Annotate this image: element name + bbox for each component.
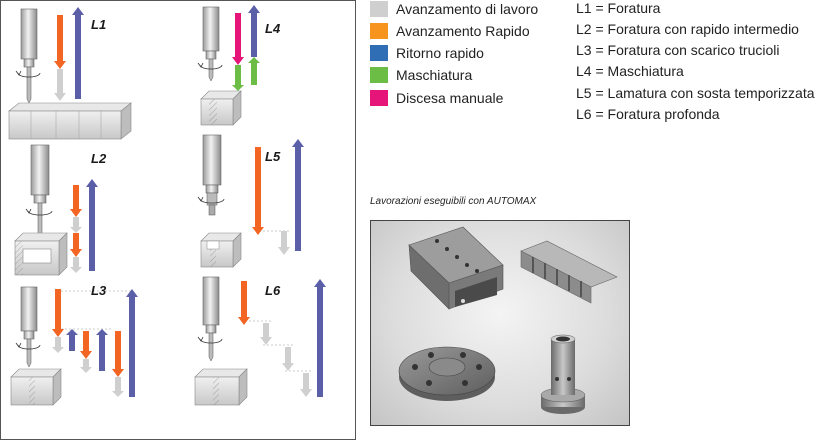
- legend-label: Avanzamento Rapido: [396, 23, 530, 39]
- photo-caption: Lavorazioni eseguibili con AUTOMAX: [370, 196, 537, 207]
- operation-L3: L3 = Foratura con scarico trucioli: [576, 42, 780, 58]
- legend-item-manual-descent: Discesa manuale: [370, 89, 503, 107]
- part-slotted-block: [520, 240, 618, 304]
- part-drilled-channel: [408, 226, 504, 310]
- panel-label-L1: L1: [91, 17, 107, 32]
- machined-parts-photo: [370, 220, 630, 426]
- operation-L2: L2 = Foratura con rapido intermedio: [576, 21, 799, 37]
- legend-label: Avanzamento di lavoro: [396, 1, 539, 17]
- legend-swatch: [370, 67, 388, 83]
- cycles-drawing: [8, 5, 326, 406]
- panel-L4-drawing: [197, 5, 260, 126]
- legend-swatch: [370, 1, 388, 17]
- panel-L3-drawing: [10, 286, 138, 406]
- part-cylinder: [540, 334, 586, 414]
- parts-illustration: [398, 226, 618, 414]
- operation-L1: L1 = Foratura: [576, 0, 661, 16]
- panel-label-L4: L4: [265, 21, 281, 36]
- legend-label: Maschiatura: [396, 67, 473, 83]
- legend-label: Ritorno rapido: [396, 45, 484, 61]
- legend-swatch: [370, 45, 388, 61]
- operation-L4: L4 = Maschiatura: [576, 63, 684, 79]
- panel-label-L6: L6: [265, 283, 281, 298]
- legend-swatch: [370, 90, 388, 106]
- legend-item-rapid-return: Ritorno rapido: [370, 44, 484, 62]
- panel-L2-drawing: [14, 144, 98, 276]
- legend-item-rapid-feed: Avanzamento Rapido: [370, 22, 530, 40]
- legend-item-work-feed: Avanzamento di lavoro: [370, 0, 538, 18]
- panel-label-L2: L2: [91, 151, 107, 166]
- panel-L1-drawing: [8, 7, 132, 140]
- legend-swatch: [370, 23, 388, 39]
- panel-L6-drawing: [194, 276, 326, 406]
- panel-L5-drawing: [197, 134, 304, 268]
- panel-label-L5: L5: [265, 149, 281, 164]
- operation-L5: L5 = Lamatura con sosta temporizzata: [576, 85, 815, 101]
- legend-label: Discesa manuale: [396, 90, 504, 106]
- operation-L6: L6 = Foratura profonda: [576, 106, 720, 122]
- drilling-cycles-diagram: L1 L2 L3 L4 L5 L6: [0, 0, 356, 440]
- panel-label-L3: L3: [91, 283, 107, 298]
- part-flange: [398, 346, 496, 401]
- legend-item-tapping: Maschiatura: [370, 66, 472, 84]
